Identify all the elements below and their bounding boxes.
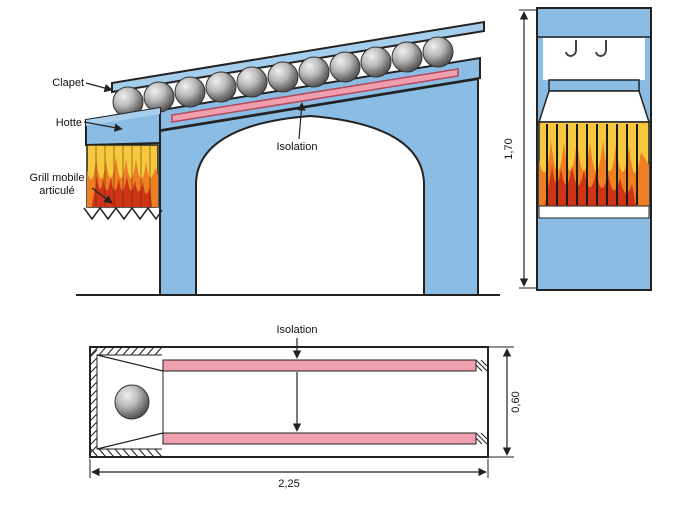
roof-balls [112, 36, 454, 118]
side-hook-area [543, 38, 645, 80]
front-view-labels: Clapet Hotte Grill mobile articulé Isola… [29, 77, 318, 204]
dim-length: 2,25 [89, 459, 489, 490]
hatch-top [90, 346, 163, 356]
hook-icon [595, 40, 607, 57]
ball [174, 76, 206, 108]
front-view: Clapet Hotte Grill mobile articulé Isola… [29, 20, 500, 296]
dim-height-text: 1,70 [503, 138, 515, 159]
side-hood-flare [537, 90, 651, 123]
side-hood-bar [548, 79, 640, 92]
insulation-strip-front [171, 68, 459, 123]
ball [329, 51, 361, 83]
hatch-left [89, 349, 98, 454]
strip-end-hatch-top [475, 359, 488, 372]
articulated-grill-zigzag [83, 206, 163, 221]
dim-height: 1,70 [503, 9, 537, 289]
ball [422, 36, 454, 68]
hood-top-face [86, 108, 160, 126]
isolation-front-arrow [297, 102, 306, 140]
strip-end-hatch-bottom [475, 432, 488, 445]
dim-depth: 0,60 [488, 346, 522, 458]
insulation-strip-plan-bottom [162, 432, 477, 445]
side-gap-strip [538, 205, 650, 219]
plan-chamfer-top [96, 354, 164, 372]
side-view: 1,70 [503, 7, 652, 291]
label-grill-line1: Grill mobile [29, 172, 84, 184]
hotte-arrow [83, 121, 123, 132]
ball [236, 66, 268, 98]
firebox-side [538, 121, 650, 207]
insulation-strip-plan-top [162, 359, 477, 372]
ball [205, 71, 237, 103]
ball [298, 56, 330, 88]
label-isolation-plan: Isolation [277, 324, 318, 336]
ball [391, 41, 423, 73]
grill-bars [546, 124, 638, 205]
hatch-bottom [90, 448, 163, 458]
clapet-arrow [85, 82, 113, 93]
dim-length-text: 2,25 [278, 478, 299, 490]
dim-depth-text: 0,60 [510, 391, 522, 412]
plan-view: Isolation 0,60 2,25 [89, 324, 522, 490]
plan-chamfer-bottom [96, 432, 164, 450]
label-grill-line2: articulé [39, 185, 74, 197]
firebox-front [83, 144, 163, 221]
firebox-slats [95, 146, 151, 206]
plan-inner-border [96, 354, 162, 450]
hook-icon [565, 40, 577, 57]
ball [267, 61, 299, 93]
label-isolation-front: Isolation [277, 141, 318, 153]
label-clapet: Clapet [52, 77, 84, 89]
grill-arrow [91, 187, 113, 204]
label-hotte: Hotte [56, 117, 82, 129]
ball [360, 46, 392, 78]
plan-ball [114, 384, 150, 420]
